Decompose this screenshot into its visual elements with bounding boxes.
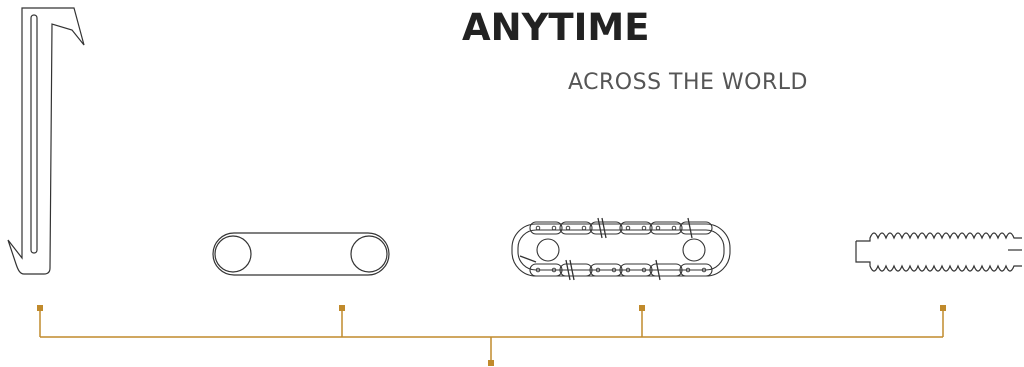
- page-subtitle: ACROSS THE WORLD: [568, 70, 808, 95]
- connector-nodes: [37, 305, 946, 366]
- connector-node: [639, 305, 645, 311]
- connector-lines: [39, 309, 944, 362]
- connector-node: [339, 305, 345, 311]
- roller-chain-icon: [511, 217, 731, 281]
- hook-strap-icon: [7, 7, 85, 275]
- belt-icon: [212, 232, 390, 276]
- connector-node: [940, 305, 946, 311]
- connector-node: [488, 360, 494, 366]
- connector-node: [37, 305, 43, 311]
- serrated-strip-icon: [855, 232, 1022, 272]
- page-title: ANYTIME: [462, 6, 650, 49]
